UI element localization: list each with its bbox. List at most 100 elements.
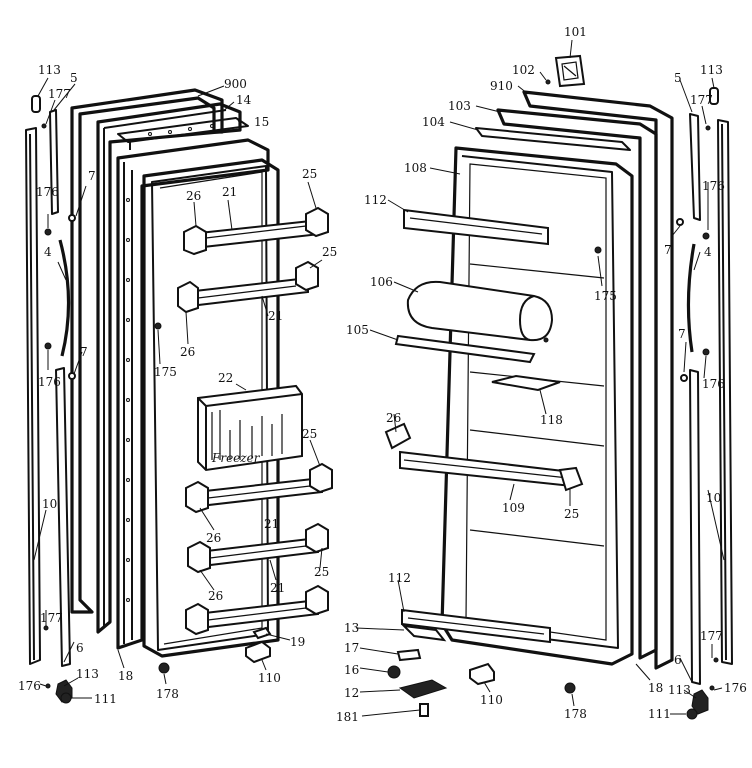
screw-177-bottom-right bbox=[713, 657, 719, 663]
callout-4: 4 bbox=[44, 245, 52, 259]
freezer-shelf-4 bbox=[187, 522, 329, 574]
hinge-bracket-12 bbox=[398, 679, 448, 699]
bushing-17 bbox=[396, 648, 422, 662]
callout-177-right-b: 177 bbox=[700, 629, 723, 643]
door-shelf-112-top bbox=[403, 208, 549, 246]
inner-door-liner bbox=[142, 158, 280, 658]
handle-clip-7-right-b bbox=[680, 374, 688, 382]
callout-108: 108 bbox=[404, 161, 427, 175]
shelf-bracket-right bbox=[305, 206, 329, 238]
butter-compartment-106 bbox=[406, 280, 554, 343]
callout-18: 18 bbox=[118, 669, 133, 683]
screw-177-top-right bbox=[705, 125, 711, 131]
freezer-shelf-5 bbox=[185, 584, 329, 636]
callout-113-b: 113 bbox=[76, 667, 99, 681]
screw-176-right-c bbox=[709, 685, 715, 691]
callout-26: 26 bbox=[186, 189, 201, 203]
callout-110: 110 bbox=[258, 671, 281, 685]
callout-176-right: 176 bbox=[702, 179, 725, 193]
callout-112: 112 bbox=[364, 193, 387, 207]
callout-118: 118 bbox=[540, 413, 563, 427]
handle-clip-7 bbox=[68, 214, 76, 222]
callout-175: 175 bbox=[154, 365, 177, 379]
outer-door-edge bbox=[71, 108, 93, 613]
part-callouts: 113 5 177 900 14 15 7 176 4 26 21 25 25 … bbox=[18, 25, 747, 724]
callout-104: 104 bbox=[422, 115, 445, 129]
door-shelf-112-bottom bbox=[401, 608, 551, 644]
shim-13 bbox=[401, 624, 447, 642]
callout-17: 17 bbox=[344, 641, 359, 655]
compartment-shelf-105 bbox=[394, 334, 536, 364]
handle-trim-10-right bbox=[717, 119, 733, 665]
callout-15: 15 bbox=[254, 115, 269, 129]
hinge-cap-113-top bbox=[31, 95, 41, 113]
hinge-trim-5-left bbox=[49, 109, 59, 215]
callout-177: 177 bbox=[48, 87, 71, 101]
door-gasket-103 bbox=[496, 108, 658, 660]
callout-21-b: 21 bbox=[268, 309, 283, 323]
door-handle-4-right bbox=[686, 243, 696, 353]
bearing-16 bbox=[387, 665, 401, 679]
fresh-food-door-assembly bbox=[384, 54, 733, 720]
door-stop-178 bbox=[158, 662, 170, 674]
callout-26-c: 26 bbox=[206, 531, 221, 545]
callout-110-right: 110 bbox=[480, 693, 503, 707]
door-handle-4 bbox=[58, 239, 71, 357]
shelf-bracket-left bbox=[183, 224, 207, 256]
leader-lines bbox=[33, 39, 725, 717]
callout-21: 21 bbox=[222, 185, 237, 199]
fresh-food-hardware bbox=[387, 54, 719, 720]
callout-10-right: 10 bbox=[706, 491, 721, 505]
bin-brand-text: Freezer bbox=[211, 451, 261, 465]
handle-trim-10-left bbox=[25, 127, 41, 665]
spring-19 bbox=[252, 626, 272, 640]
breaker-strip-15 bbox=[117, 117, 249, 150]
callout-176-right-b: 176 bbox=[702, 377, 725, 391]
callout-178-right: 178 bbox=[564, 707, 587, 721]
door-frame-inner bbox=[123, 162, 133, 644]
callout-176: 176 bbox=[36, 185, 59, 199]
hinge-trim-5-right bbox=[689, 113, 701, 221]
cam-110 bbox=[245, 640, 271, 664]
callout-19: 19 bbox=[290, 635, 305, 649]
egg-tray-118 bbox=[491, 374, 561, 392]
callout-113-right-b: 113 bbox=[668, 683, 691, 697]
callout-175-right: 175 bbox=[594, 289, 617, 303]
hinge-pin-111-right bbox=[686, 708, 698, 720]
callout-18-right: 18 bbox=[648, 681, 663, 695]
handle-clip-7-right bbox=[676, 218, 684, 226]
callout-113: 113 bbox=[38, 63, 61, 77]
breaker-strip-104 bbox=[475, 127, 631, 151]
freezer-shelf-3 bbox=[185, 462, 333, 514]
callout-10: 10 bbox=[42, 497, 57, 511]
hinge-pin-111 bbox=[60, 692, 72, 704]
callout-103: 103 bbox=[448, 99, 471, 113]
callout-7-right-b: 7 bbox=[678, 327, 686, 341]
cam-110-right bbox=[469, 662, 495, 686]
outer-door-panel-910 bbox=[522, 90, 674, 670]
callout-26-right: 26 bbox=[386, 411, 401, 425]
callout-25-b: 25 bbox=[322, 245, 337, 259]
callout-26-d: 26 bbox=[208, 589, 223, 603]
callout-7-right: 7 bbox=[664, 243, 672, 257]
callout-26-b: 26 bbox=[180, 345, 195, 359]
freezer-hardware bbox=[31, 95, 272, 704]
callout-102: 102 bbox=[512, 63, 535, 77]
callout-22: 22 bbox=[218, 371, 233, 385]
callout-21-d: 21 bbox=[270, 581, 285, 595]
gasket-inner-edge bbox=[103, 109, 227, 626]
screw-102 bbox=[545, 79, 551, 85]
callout-176-right-c: 176 bbox=[724, 681, 747, 695]
callout-101: 101 bbox=[564, 25, 587, 39]
lower-trim-6-left bbox=[55, 367, 71, 667]
callout-113-right: 113 bbox=[700, 63, 723, 77]
callout-14: 14 bbox=[236, 93, 252, 107]
callout-5-right: 5 bbox=[674, 71, 682, 85]
screw-176-right bbox=[702, 232, 710, 240]
callout-25: 25 bbox=[302, 167, 317, 181]
callout-910: 910 bbox=[490, 79, 513, 93]
callout-25-d: 25 bbox=[314, 565, 329, 579]
callout-16: 16 bbox=[344, 663, 359, 677]
callout-4-right: 4 bbox=[704, 245, 712, 259]
